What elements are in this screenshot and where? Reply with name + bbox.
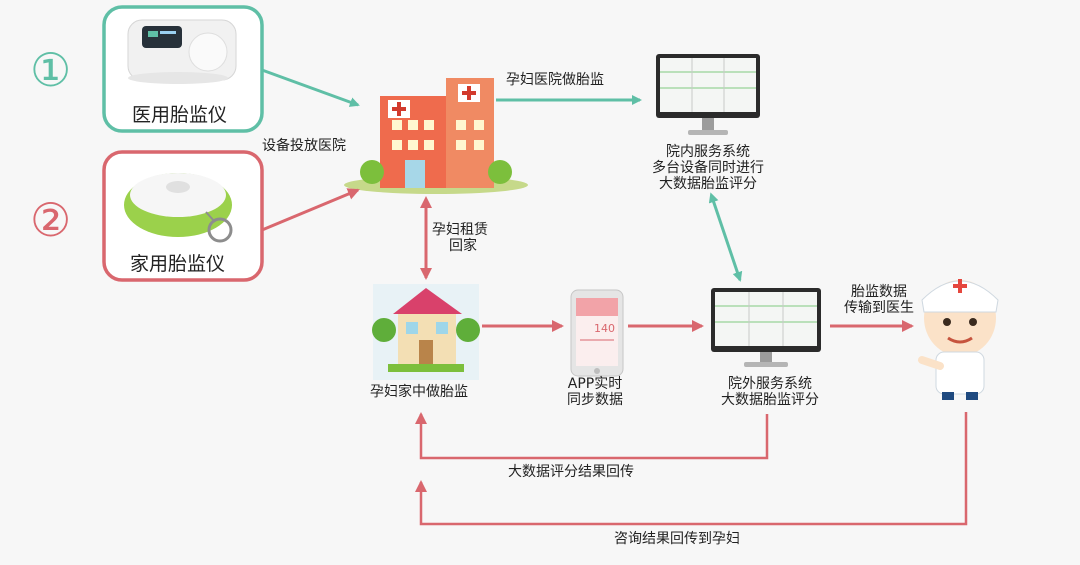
house-image: [372, 284, 480, 380]
hospital-image: [344, 78, 528, 194]
to-hospital-label: 设备投放医院: [262, 138, 346, 154]
medical-device-number: ①: [30, 43, 72, 97]
home-monitor-label: 孕妇家中做胎监: [370, 384, 468, 400]
to-doctor-label: 胎监数据 传输到医生: [844, 284, 914, 316]
arrow-home-device-to-hospital: [261, 188, 360, 232]
home-device-number: ②: [30, 193, 72, 247]
inhouse-system-label: 院内服务系统 多台设备同时进行 大数据胎监评分: [652, 144, 764, 192]
arrow-consult-return: [415, 412, 968, 526]
consult-return-label: 咨询结果回传到孕妇: [614, 531, 740, 547]
app-sync-label: APP实时 同步数据: [567, 376, 623, 408]
arrow-medical-to-hospital: [261, 68, 360, 107]
medical-device-image: [127, 19, 237, 84]
rent-home-label: 孕妇租赁 回家: [432, 222, 488, 254]
hospital-monitor-label: 孕妇医院做胎监: [506, 72, 604, 88]
phone-image: [570, 289, 624, 377]
phone-reading: 140: [594, 322, 615, 335]
external-system-label: 院外服务系统 大数据胎监评分: [721, 376, 819, 408]
inhouse-monitor-image: [656, 54, 760, 135]
medical-device-label: 医用胎监仪: [132, 104, 228, 126]
home-device-image: [124, 173, 233, 243]
arrow-inhouse-external-bidirectional: [708, 192, 743, 282]
doctor-image: [918, 279, 999, 400]
external-monitor-image: [711, 288, 821, 367]
arrow-score-return: [415, 412, 769, 460]
score-return-label: 大数据评分结果回传: [508, 464, 634, 480]
home-device-label: 家用胎监仪: [130, 253, 226, 275]
